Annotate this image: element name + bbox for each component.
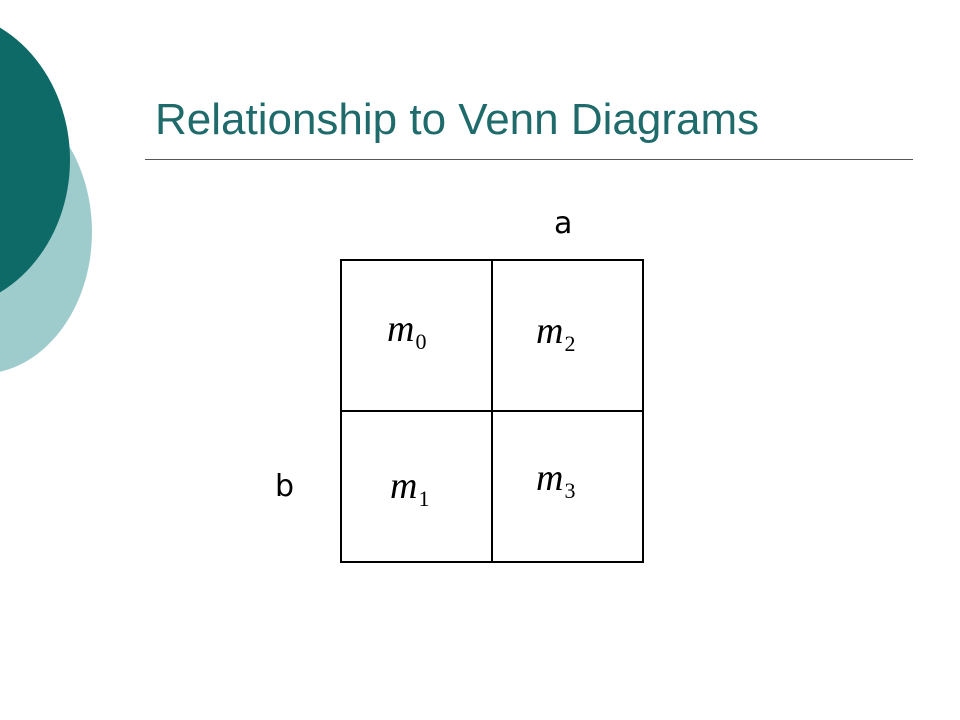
- minterm-symbol: m: [536, 310, 564, 352]
- minterm-m2: m2: [536, 311, 575, 356]
- cell-m0: m0: [342, 261, 493, 412]
- minterm-index: 0: [415, 329, 427, 354]
- title-divider: [145, 159, 913, 160]
- slide-decoration: [0, 27, 92, 372]
- cell-m2: m2: [493, 261, 644, 412]
- minterm-symbol: m: [387, 308, 415, 350]
- minterm-m0: m0: [387, 309, 426, 354]
- minterm-symbol: m: [536, 457, 564, 499]
- minterm-m3: m3: [536, 458, 575, 503]
- variable-a-label: a: [554, 206, 573, 241]
- cell-m1: m1: [342, 412, 493, 563]
- minterm-index: 2: [564, 331, 576, 356]
- minterm-index: 3: [564, 478, 576, 503]
- variable-b-label: b: [275, 469, 295, 504]
- decor-dark-circle: [0, 27, 70, 293]
- minterm-index: 1: [418, 486, 430, 511]
- karnaugh-map-grid: m0 m2 m1 m3: [340, 259, 644, 563]
- cell-m3: m3: [493, 412, 644, 563]
- minterm-m1: m1: [390, 466, 429, 511]
- minterm-symbol: m: [390, 465, 418, 507]
- slide-title: Relationship to Venn Diagrams: [155, 95, 760, 144]
